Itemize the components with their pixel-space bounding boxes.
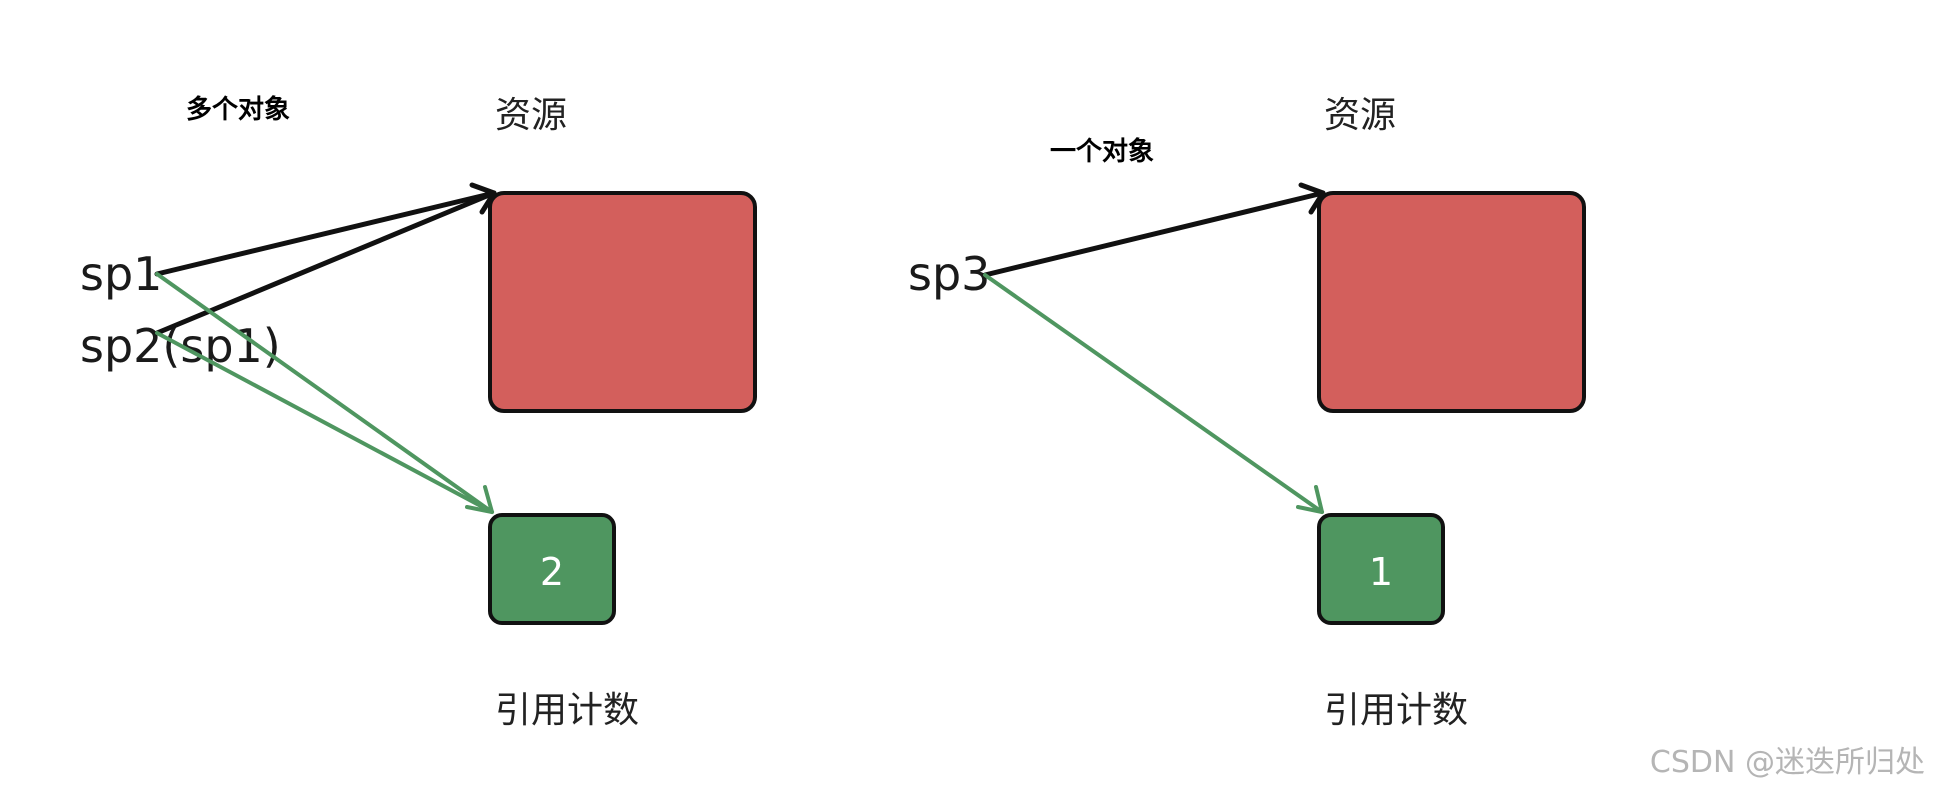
left-resource-block [488,191,757,413]
left-panel: 多个对象 资源 2 sp1 sp2(sp1) 引用计数 [80,94,757,731]
right-pointer-sp3: sp3 [908,247,990,301]
arrow-sp1-to-resource [154,190,497,277]
right-refcount-label: 引用计数 [1324,690,1468,731]
left-title: 多个对象 [186,94,290,125]
arrow-sp2-to-resource [154,190,497,336]
left-refcount-label: 引用计数 [495,690,639,731]
right-resource-block [1317,191,1586,413]
right-title: 一个对象 [1050,136,1154,167]
arrow-sp1-to-refcount [155,272,494,514]
arrowhead-left-resource [469,182,497,215]
arrow-sp2-to-refcount [155,331,494,514]
right-refcount-value: 1 [1369,550,1393,594]
left-refcount-block [488,513,616,625]
arrow-sp3-to-resource [982,190,1326,278]
right-refcount-block [1317,513,1445,625]
arrowhead-right-refcount [1296,485,1324,514]
watermark: CSDN @迷迭所归处 [1650,745,1925,780]
arrow-sp3-to-refcount [983,273,1324,514]
arrowhead-left-refcount [465,485,494,514]
left-pointer-sp1: sp1 [80,247,162,301]
left-refcount-value: 2 [540,550,564,594]
arrowhead-right-resource [1298,182,1326,215]
right-resource-label: 资源 [1324,95,1396,136]
right-panel: 一个对象 资源 1 sp3 引用计数 [908,95,1586,731]
left-resource-label: 资源 [495,95,567,136]
